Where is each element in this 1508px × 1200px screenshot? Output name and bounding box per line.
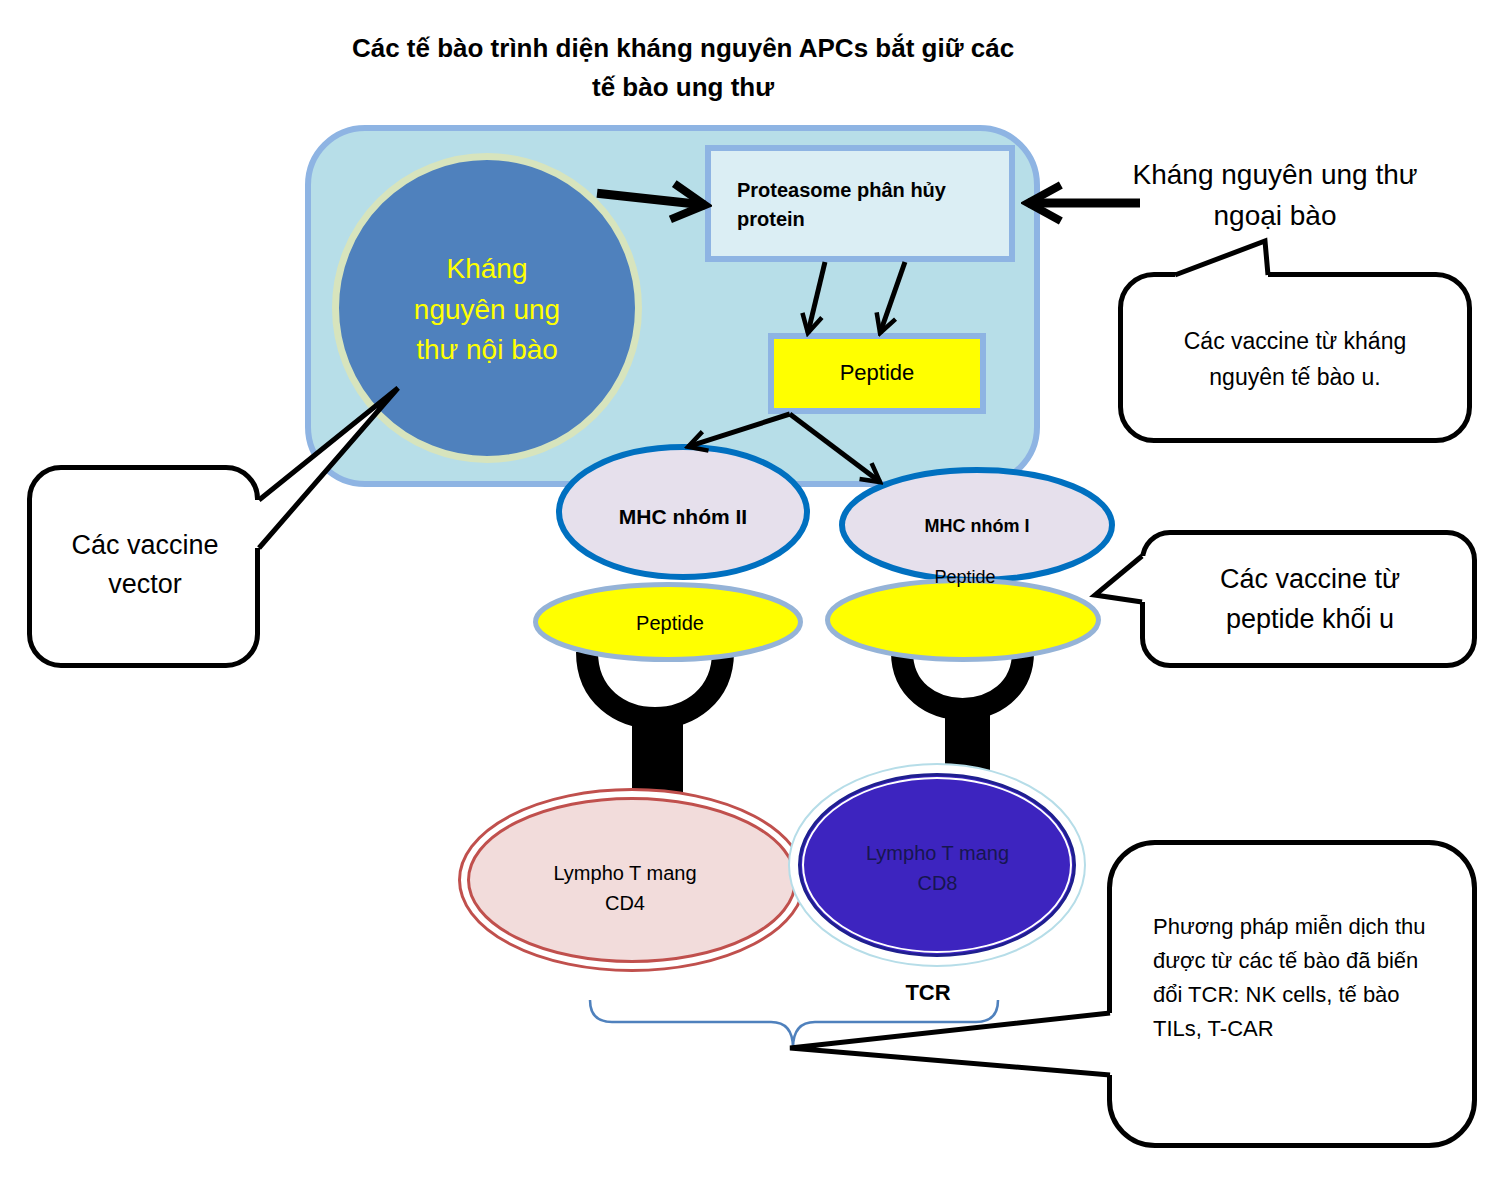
text-box: Các tế bào trình diện kháng nguyên APCs … xyxy=(340,28,1026,108)
tcr-stem xyxy=(945,705,990,773)
apc-cell: Các tế bào trình diện kháng nguyên APCs … xyxy=(305,125,1040,487)
shape-ring xyxy=(336,157,639,460)
node-text: Peptide xyxy=(934,566,995,589)
antigen-circle: Kháng nguyên ung thư nội bào xyxy=(332,153,642,463)
shape-ring xyxy=(800,775,1075,956)
callout-tail-fill xyxy=(248,388,398,548)
peptide-ellipse: Peptide xyxy=(825,578,1101,662)
shape-ring xyxy=(803,778,1071,952)
node-text: Kháng nguyên ung thư nội bào xyxy=(402,249,572,371)
text-box: Các vaccine từ kháng nguyên tế bào u. xyxy=(1150,315,1440,405)
text-box: Proteasome phân hủy protein xyxy=(737,170,957,240)
mhc-ellipse: MHC nhóm II xyxy=(556,444,810,580)
callout-box: Các vaccine vector xyxy=(27,465,260,668)
shape-ring xyxy=(789,764,1085,966)
callout-tail-fill xyxy=(1175,241,1268,286)
text-box: Kháng nguyên ung thư nội bào xyxy=(402,220,572,400)
node-text: Các tế bào trình diện kháng nguyên APCs … xyxy=(340,29,1026,107)
flow-arrow xyxy=(688,414,790,447)
text-box: Peptide xyxy=(890,563,1040,593)
shape-outline xyxy=(825,578,1101,662)
node-text: Lympho T mang CD8 xyxy=(855,838,1020,898)
text-box: Các vaccine vector xyxy=(70,495,220,635)
flow-arrow xyxy=(790,414,880,482)
node-text: Các vaccine vector xyxy=(70,526,220,604)
shape-ring xyxy=(469,799,796,962)
shape-ring xyxy=(828,581,1099,660)
callout-tail xyxy=(1175,241,1268,275)
flow-arrow xyxy=(808,262,825,333)
node-text: MHC nhóm II xyxy=(619,503,747,531)
node-text: Peptide xyxy=(636,610,704,636)
input-label: Kháng nguyên ung thư ngoại bào xyxy=(1105,148,1445,243)
input-arrow xyxy=(1028,199,1140,208)
peptide-ellipse: Peptide xyxy=(533,582,803,662)
text-box: Lympho T mang CD8 xyxy=(855,830,1020,905)
callout-tail xyxy=(259,388,398,548)
text-box: Peptide xyxy=(580,606,760,640)
shape-ring xyxy=(460,790,805,971)
text-box: Phương pháp miễn dịch thu được từ các tế… xyxy=(1153,910,1443,1090)
node-text: Proteasome phân hủy protein xyxy=(737,176,957,234)
lymphocyte-cd8: Lympho T mang CD8 xyxy=(788,763,1086,967)
proteasome-box: Proteasome phân hủy protein xyxy=(705,145,1015,262)
text-box: MHC nhóm II xyxy=(610,480,756,555)
callout-tail xyxy=(1095,556,1142,602)
callout-tail xyxy=(790,1013,1110,1075)
callout-box: Các vaccine từ kháng nguyên tế bào u. xyxy=(1118,272,1472,443)
peptide-box: Peptide xyxy=(768,333,986,414)
node-text: Các vaccine từ peptide khối u xyxy=(1180,560,1440,638)
lymphocyte-cd4: Lympho T mang CD4 xyxy=(458,788,806,972)
callout-tail-fill xyxy=(790,1013,1120,1075)
shape-outline xyxy=(788,763,1086,967)
callout-box: Các vaccine từ peptide khối u xyxy=(1140,530,1477,668)
mhc-ellipse: MHC nhóm I xyxy=(839,467,1115,583)
node-text: Peptide xyxy=(840,359,915,388)
shape-ring xyxy=(536,585,801,660)
node-text: Lympho T mang CD4 xyxy=(540,858,710,918)
text-box: Các vaccine từ peptide khối u xyxy=(1180,552,1440,647)
node-text: Phương pháp miễn dịch thu được từ các tế… xyxy=(1153,910,1443,1046)
node-text: MHC nhóm I xyxy=(925,515,1030,538)
tcr-cup xyxy=(587,652,723,718)
text-box: Peptide xyxy=(774,339,980,408)
text-box: MHC nhóm I xyxy=(870,508,1084,546)
text-box: Lympho T mang CD4 xyxy=(540,850,710,925)
shape-ring xyxy=(559,447,807,577)
shape-ring xyxy=(842,470,1112,580)
node-text: Các vaccine từ kháng nguyên tế bào u. xyxy=(1150,324,1440,395)
callout-box: Phương pháp miễn dịch thu được từ các tế… xyxy=(1107,840,1477,1148)
tcr-label: TCR xyxy=(888,977,968,1009)
callout-tail-fill xyxy=(1095,556,1152,602)
flow-arrow xyxy=(597,193,705,205)
flow-arrow xyxy=(880,262,905,333)
